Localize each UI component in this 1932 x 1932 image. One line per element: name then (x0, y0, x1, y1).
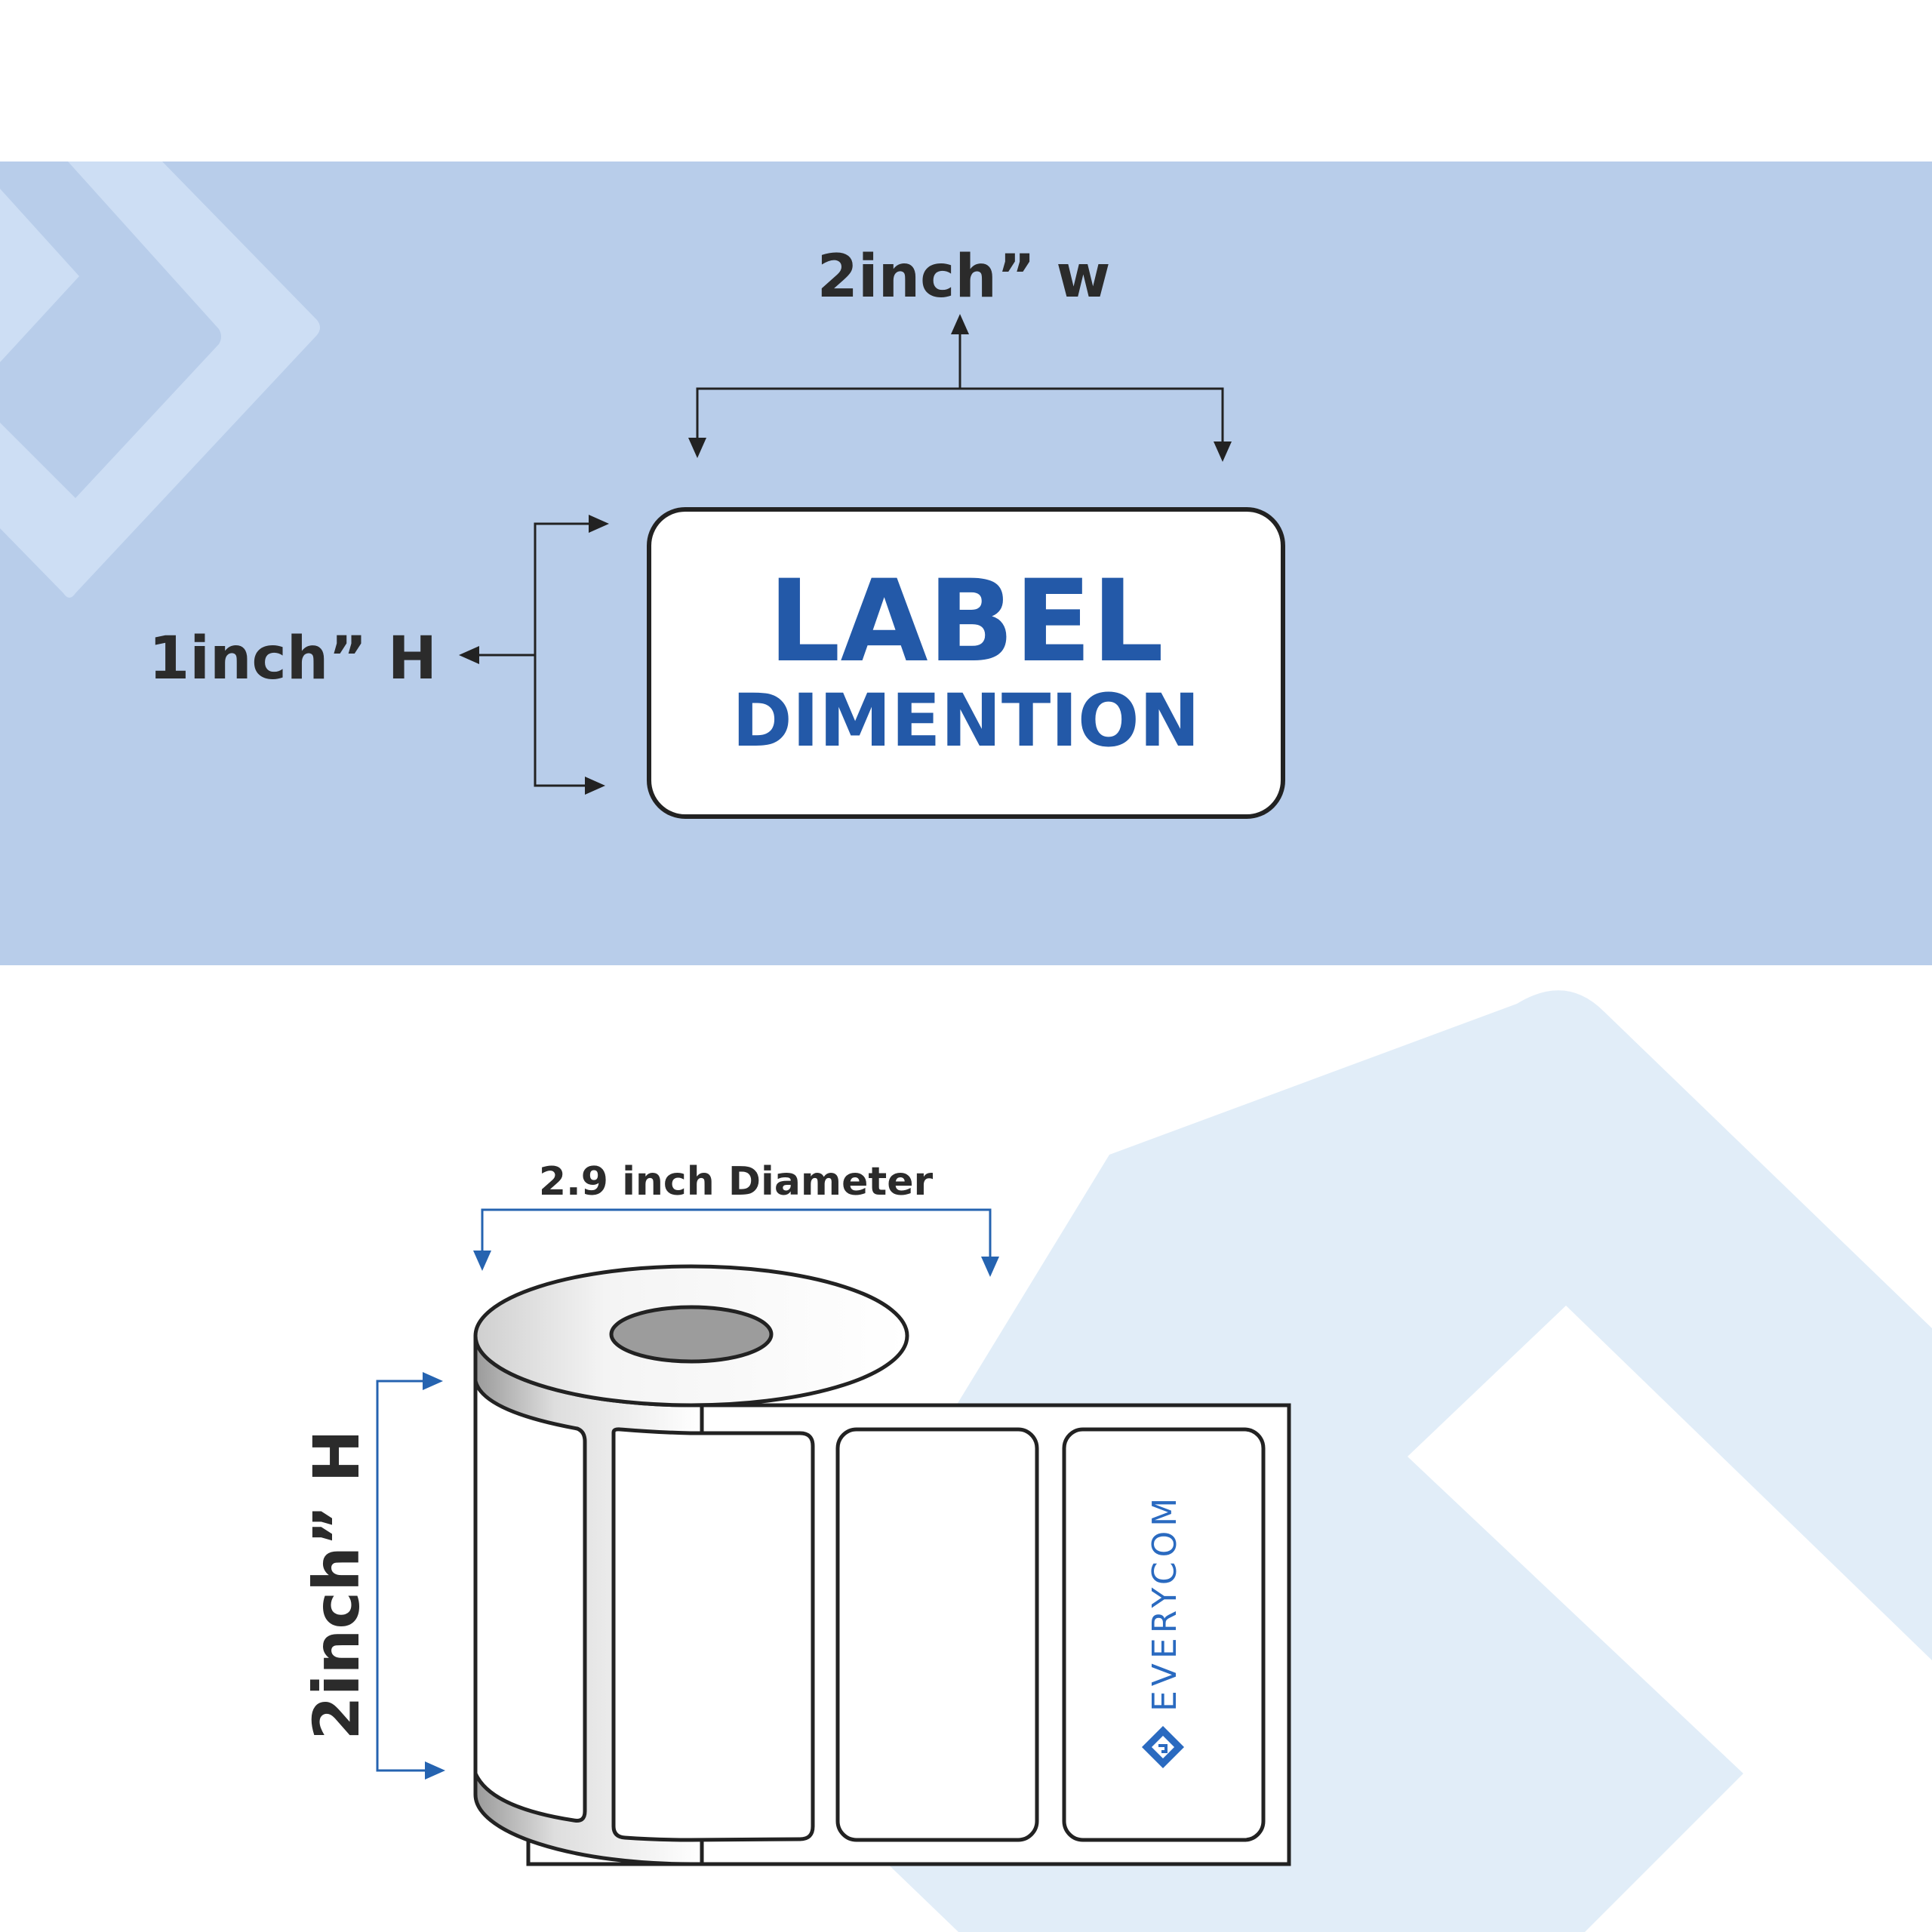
roll-height-dimension: 2inch” H (300, 1372, 445, 1780)
roll-label-3 (1062, 1427, 1266, 1842)
everycom-brand: EVERYCOM (1142, 1494, 1184, 1768)
everycom-diamond-logo-icon (1142, 1726, 1184, 1768)
label-roll: EVERYCOM (473, 1264, 1291, 1866)
decorative-chevron-pattern (0, 162, 320, 598)
diameter-label: 2.9 inch Diameter (539, 1159, 934, 1204)
diameter-dimension: 2.9 inch Diameter (473, 1159, 999, 1277)
width-dimension-label: 2inch” w (817, 243, 1111, 311)
label-box: LABEL DIMENTION (647, 507, 1285, 819)
roll-core (609, 1305, 774, 1364)
height-dimension: 1inch” H (149, 515, 609, 795)
brand-text: EVERYCOM (1146, 1494, 1184, 1712)
width-dimension: 2inch” w (688, 243, 1232, 462)
label-subtitle: DIMENTION (732, 678, 1200, 763)
label-title: LABEL (768, 556, 1164, 688)
roll-label-2 (835, 1427, 1039, 1842)
roll-label-1 (611, 1427, 815, 1842)
height-dimension-label: 1inch” H (149, 625, 437, 693)
roll-height-label: 2inch” H (300, 1429, 374, 1740)
